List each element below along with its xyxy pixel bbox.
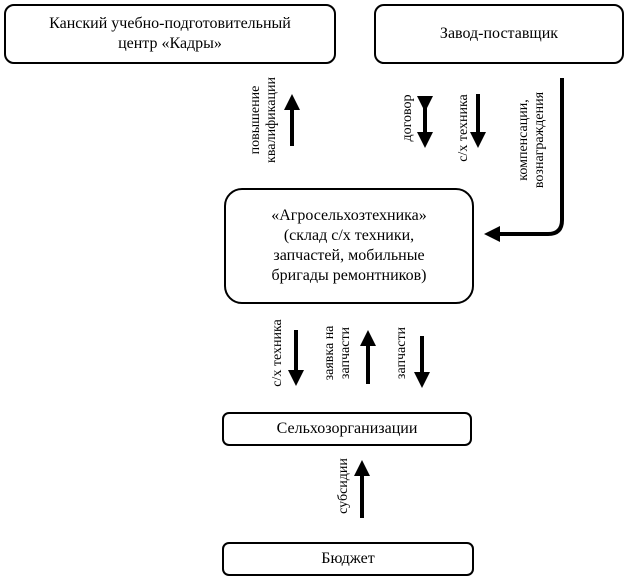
node-agro-label: «Агросельхозтехника» (склад с/х техники,… [271,207,427,284]
node-budget: Бюджет [222,542,474,576]
edge-label-zapchasti: запчасти [394,326,409,380]
edge-label-zayavka: заявка на запчасти [322,325,353,381]
node-selhoz: Сельхозорганизации [222,412,472,446]
edge-label-technika-top: с/х техника [456,94,471,162]
edge-label-dogovor: договор [400,94,415,142]
edge-label-technika-bot: с/х техника [270,319,285,387]
edge-label-povysh: повышение квалификации [248,77,279,163]
node-zavod-label: Завод-поставщик [439,25,559,42]
node-agro: «Агросельхозтехника» (склад с/х техники,… [224,188,474,304]
node-kadry: Канский учебно-подготовительный центр «К… [4,4,336,64]
arrow-kompens-curve [484,78,564,242]
edge-label-subsidii: субсидии [336,458,351,514]
node-kadry-label: Канский учебно-подготовительный центр «К… [49,15,291,52]
node-budget-label: Бюджет [321,550,375,567]
node-zavod: Завод-поставщик [374,4,624,64]
edge-label-kompens: компенсации, вознаграждения [516,91,547,189]
node-selhoz-label: Сельхозорганизации [276,420,418,437]
